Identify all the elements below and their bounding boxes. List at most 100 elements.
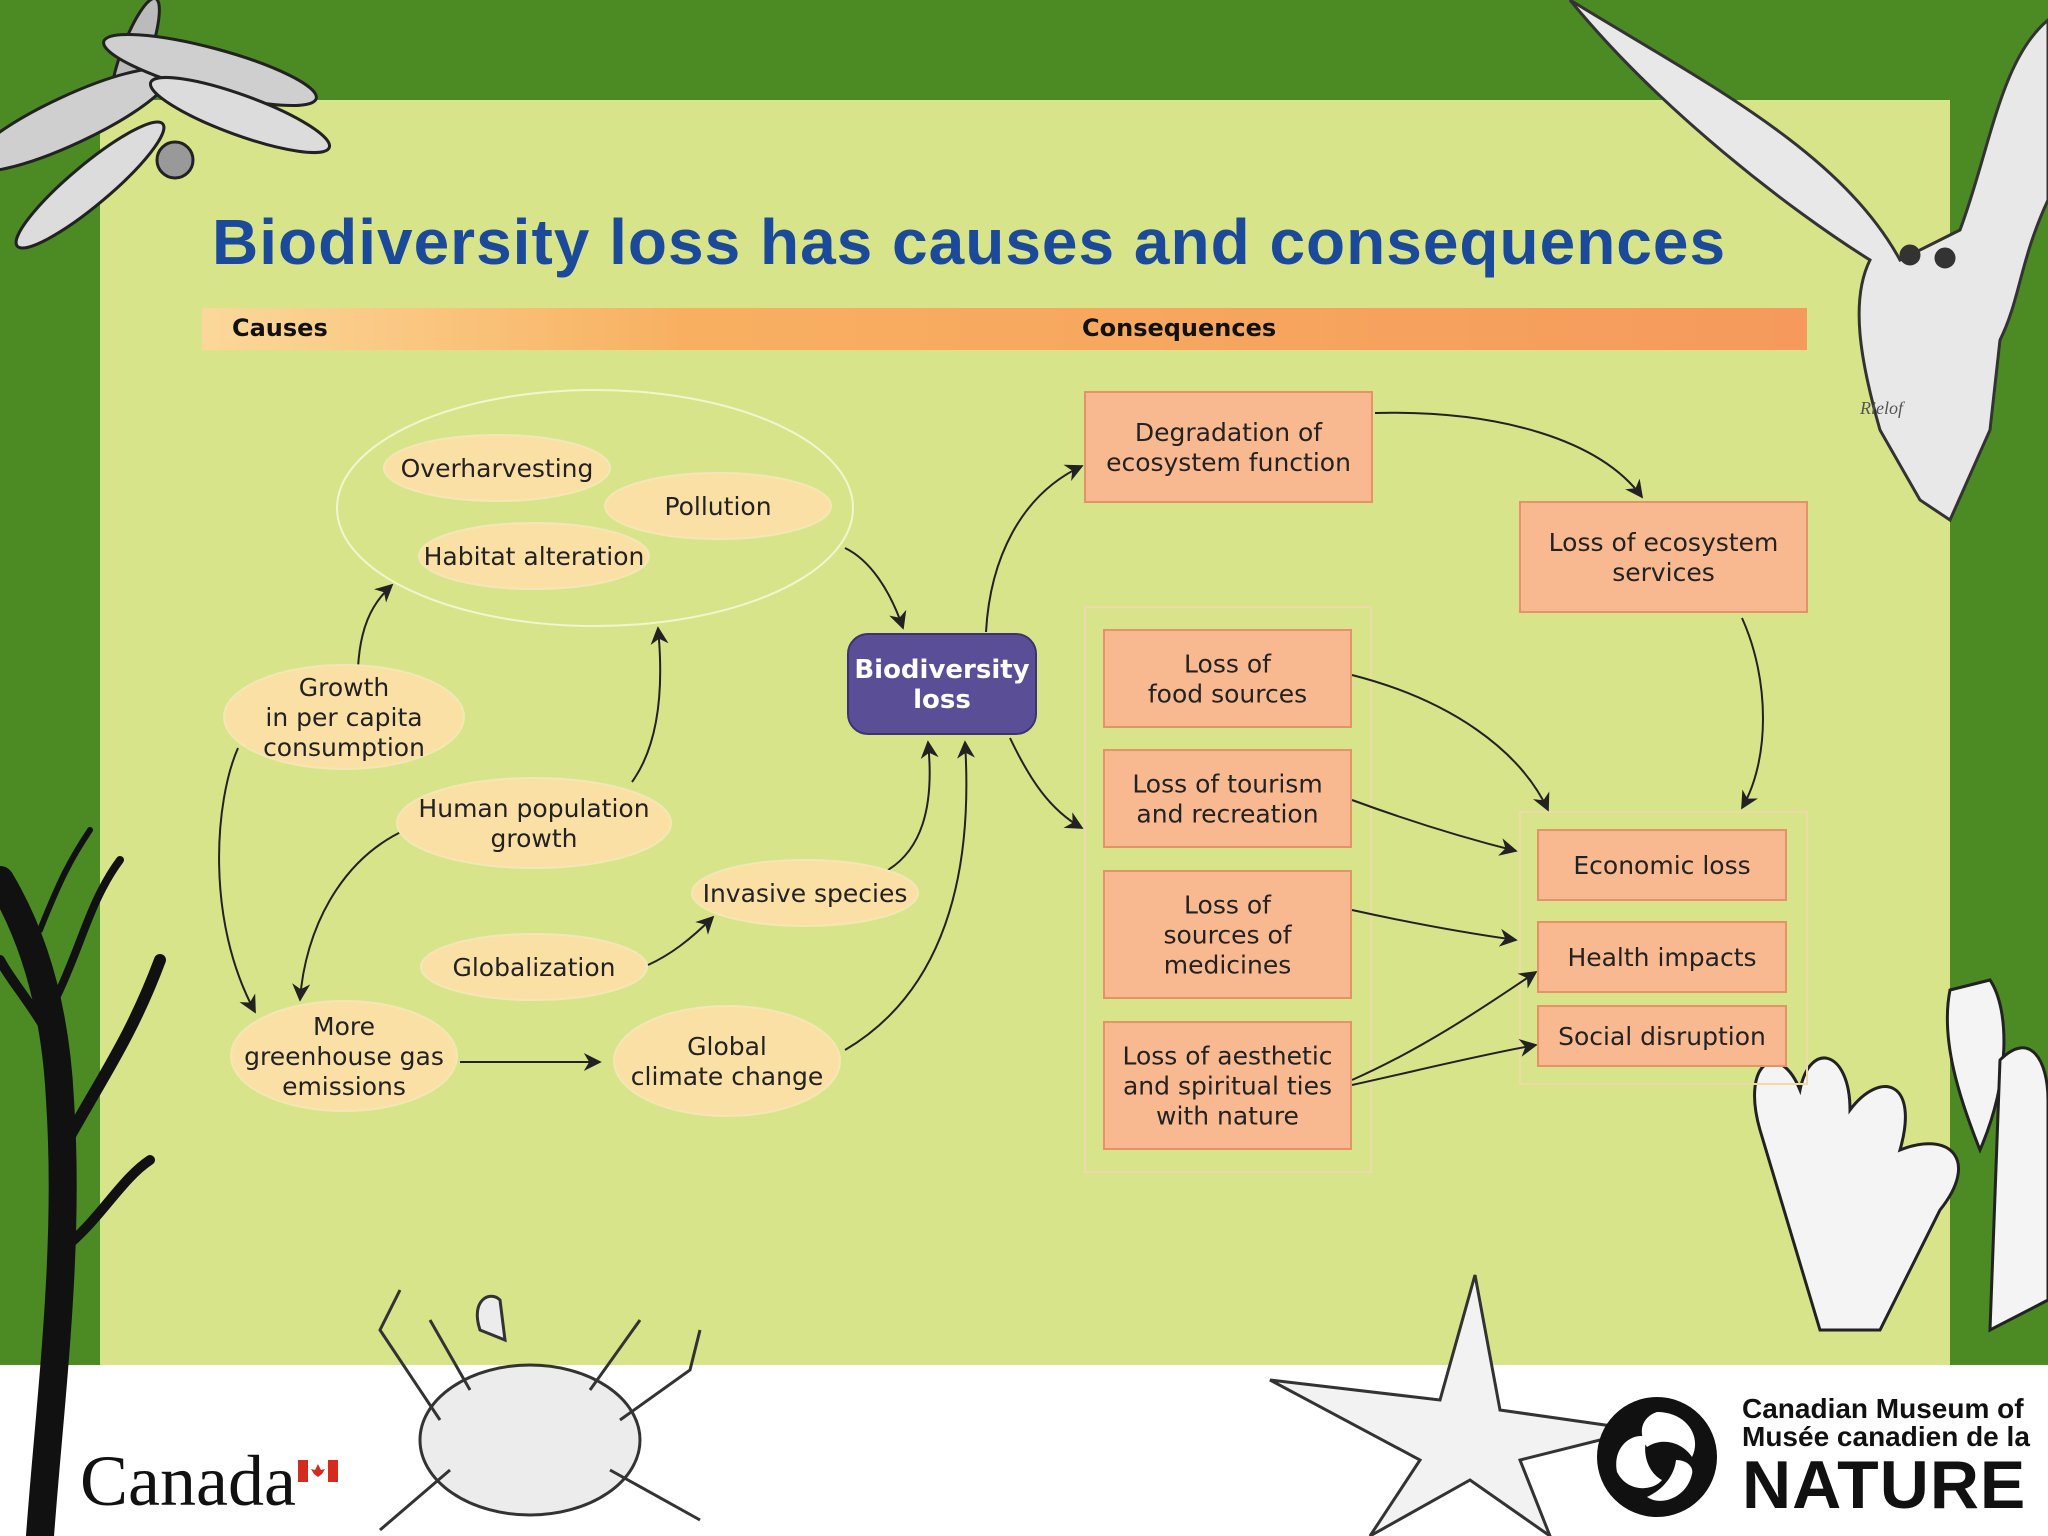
- dragonfly-illustration: [0, 0, 332, 250]
- cause-label: Pollution: [664, 492, 771, 521]
- label-line: Loss of: [1184, 891, 1272, 920]
- header-band: Causes Consequences: [202, 308, 1807, 350]
- cause-node-invasive: Invasive species: [691, 859, 919, 927]
- diagram-arrows: [218, 411, 1764, 1086]
- arrow-aesthetic-to-social: [1351, 1038, 1538, 1086]
- arrow-population-to-greenhouse: [292, 829, 406, 1002]
- consequence-box: [1537, 829, 1787, 901]
- starfish-illustration: [1269, 1274, 1641, 1536]
- museum-name-nature: NATURE: [1742, 1447, 2027, 1523]
- arrow-climate-to-loss: [844, 740, 976, 1051]
- arrow-medicines-to-health: [1351, 909, 1518, 947]
- label-line: medicines: [1164, 951, 1292, 980]
- cause-ellipse: [223, 664, 465, 770]
- tree-silhouette: [0, 827, 166, 1536]
- cause-node-pollution: Pollution: [604, 472, 832, 540]
- label-line: sources of: [1163, 921, 1292, 950]
- arrow-cluster-to-loss: [844, 547, 907, 630]
- label-line: climate change: [631, 1062, 823, 1091]
- consequence-box: [1537, 921, 1787, 993]
- label-line: Loss of: [1184, 650, 1272, 679]
- consequence-node-social: Social disruption: [1537, 1005, 1787, 1067]
- arrow-degradation-to-services: [1374, 411, 1644, 499]
- cause-ellipse: [691, 859, 919, 927]
- canada-flag-icon: [298, 1460, 338, 1482]
- canada-text: Canada: [80, 1441, 296, 1521]
- label-line: Economic loss: [1573, 851, 1750, 880]
- consequence-node-economic: Economic loss: [1537, 829, 1787, 901]
- cause-ellipse: [613, 1005, 841, 1117]
- label-line: Degradation of: [1135, 418, 1323, 447]
- cause-ellipse: [418, 522, 650, 590]
- museum-name-fr: Musée canadien de la: [1742, 1421, 2030, 1452]
- cause-ellipse: [420, 933, 648, 1001]
- label-line: Loss of ecosystem: [1549, 528, 1779, 557]
- consequences-header: Consequences: [1082, 314, 1277, 342]
- page-title: Biodiversity loss has causes and consequ…: [212, 206, 1727, 278]
- arrow-food-to-impacts: [1351, 674, 1550, 812]
- arrow-services-to-impacts: [1741, 617, 1764, 810]
- label-line: and spiritual ties: [1123, 1072, 1332, 1101]
- consequence-box: [1519, 501, 1808, 613]
- cause-label: Overharvesting: [401, 454, 594, 483]
- artist-signature: Rielof: [1860, 398, 1903, 418]
- cause-ellipse: [396, 777, 672, 869]
- label-line: Loss of aesthetic: [1122, 1042, 1332, 1071]
- label-line: ecosystem function: [1106, 448, 1351, 477]
- arrow-invasive-to-loss: [887, 740, 939, 871]
- label-line: Global: [687, 1032, 767, 1061]
- consequence-box: [1084, 391, 1373, 503]
- cause-label: Globalization: [452, 953, 615, 982]
- label-line: consumption: [263, 733, 425, 762]
- impact-group-outline: [1519, 811, 1808, 1085]
- label-line: Growth: [299, 673, 390, 702]
- consequence-group-outline: [1084, 606, 1372, 1173]
- label-line: with nature: [1156, 1102, 1299, 1131]
- label-line: Biodiversity: [854, 655, 1029, 685]
- arrow-population-to-cluster: [631, 626, 669, 783]
- label-line: services: [1612, 558, 1715, 587]
- label-line: greenhouse gas: [244, 1042, 444, 1071]
- label-line: Invasive species: [703, 879, 908, 908]
- museum-name-en: Canadian Museum of: [1742, 1393, 2024, 1424]
- arrow-growth-to-greenhouse: [218, 747, 256, 1014]
- museum-logo-icon: [1597, 1397, 1717, 1517]
- cause-label: Habitat alteration: [424, 542, 645, 571]
- label-line: Globalization: [452, 953, 615, 982]
- label-line: Pollution: [664, 492, 771, 521]
- consequence-node-health: Health impacts: [1537, 921, 1787, 993]
- owl-illustration: [1568, 0, 2048, 523]
- canada-wordmark: Canada: [80, 1440, 338, 1523]
- consequence-box: [1103, 629, 1352, 728]
- label-line: loss: [913, 685, 971, 715]
- arrow-globalization-to-invasive: [647, 915, 715, 966]
- cause-node-globalization: Globalization: [420, 933, 648, 1001]
- cause-ellipse: [230, 1000, 458, 1112]
- arrow-loss-to-degradation: [985, 464, 1084, 633]
- cause-node-habitat: Habitat alteration: [418, 522, 650, 590]
- arrow-loss-to-consequences: [1009, 737, 1084, 829]
- consequence-label: Economic loss: [1573, 851, 1750, 880]
- arrow-tourism-to-economic: [1351, 799, 1518, 856]
- consequence-box: [1103, 749, 1352, 848]
